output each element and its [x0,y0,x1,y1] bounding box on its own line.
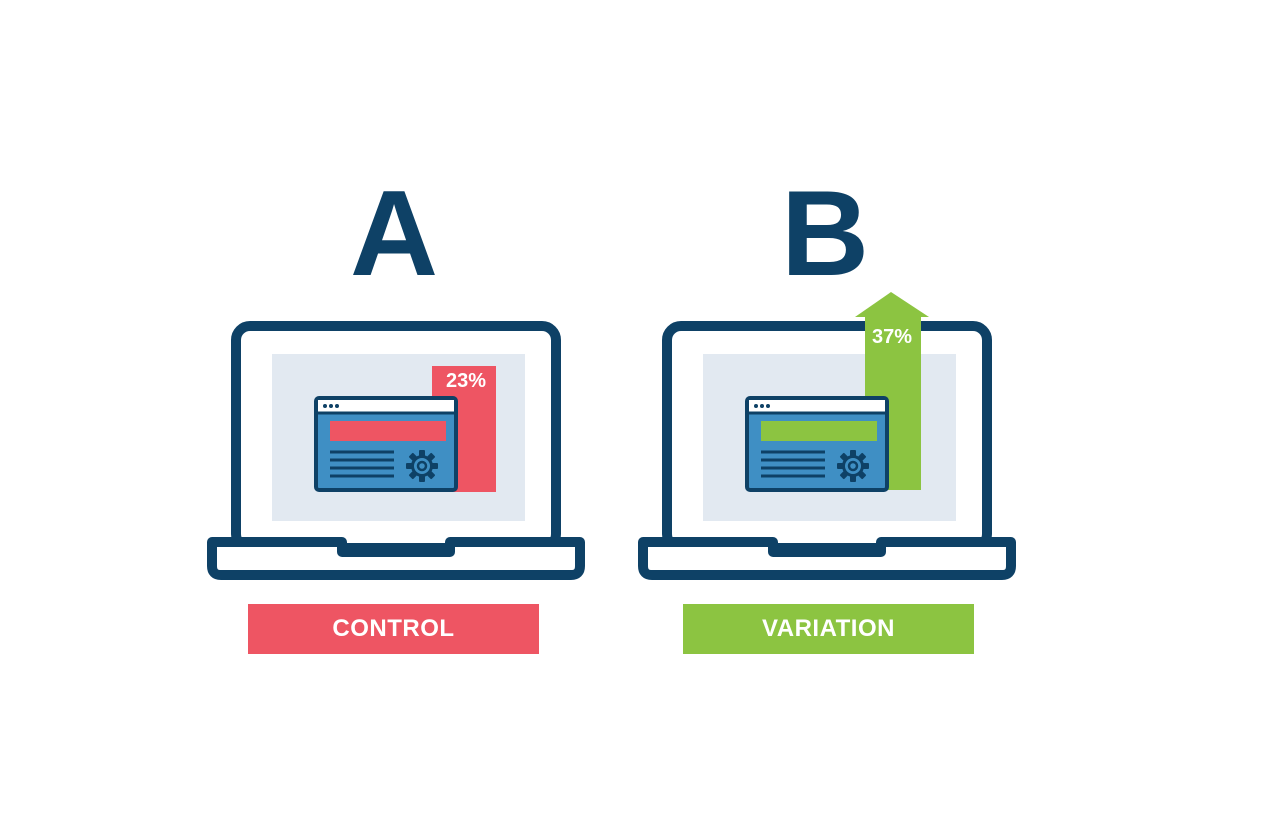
variation-label: VARIATION [683,604,974,654]
headline-block [761,421,877,441]
variant-b-panel: B 37% [625,0,1025,834]
laptop-icon: 37% [638,292,1016,580]
gear-icon [406,450,438,482]
laptop-base [207,537,585,580]
browser-window-icon [745,396,889,492]
gear-icon [837,450,869,482]
variant-a-letter: A [349,165,439,301]
variant-a-panel: A 23% [194,0,594,834]
conversion-percent-label: 37% [872,326,912,348]
conversion-percent-label: 23% [446,370,486,392]
variant-b-letter: B [780,165,870,301]
browser-window-icon [314,396,458,492]
headline-block [330,421,446,441]
laptop-icon: 23% [207,321,585,580]
laptop-base [638,537,1016,580]
control-label: CONTROL [248,604,539,654]
